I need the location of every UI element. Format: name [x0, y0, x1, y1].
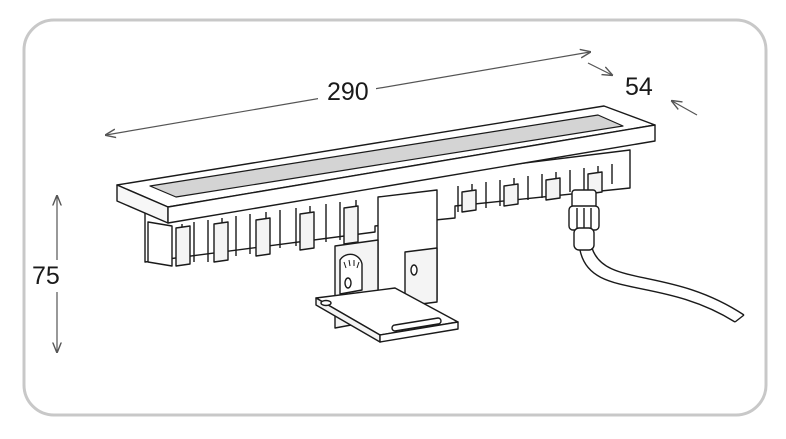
mounting-bracket [315, 189, 459, 343]
width-dimension-label: 54 [625, 73, 653, 101]
height-dimension-label: 75 [32, 262, 60, 290]
cable-gland [568, 189, 600, 251]
dim-arrow-width-a [587, 62, 612, 75]
dim-arrow-width-b [672, 101, 698, 116]
length-dimension-label: 290 [327, 78, 369, 106]
cable [579, 247, 745, 323]
